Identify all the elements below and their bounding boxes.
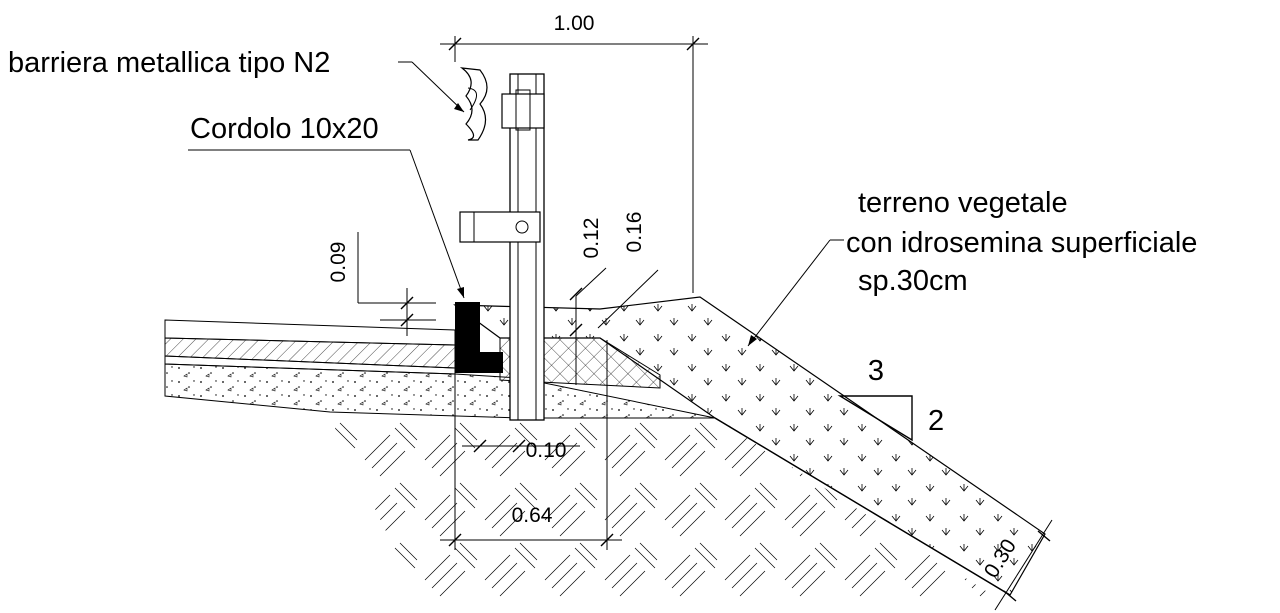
dim-010: 0.10 — [462, 439, 580, 462]
barrier-label: barriera metallica tipo N2 — [8, 47, 330, 79]
leader-barrier: barriera metallica tipo N2 — [8, 47, 465, 113]
slope-run-label: 3 — [868, 355, 884, 387]
barrier-post — [509, 73, 545, 421]
curb — [455, 302, 503, 373]
slope-indicator: 3 2 — [837, 355, 944, 442]
dim-012-016: 0.12 0.16 — [569, 212, 659, 385]
dim-curb-height-label: 0.09 — [327, 242, 350, 283]
dim-016-label: 0.16 — [623, 212, 646, 253]
dim-top-width-label: 1.00 — [554, 12, 595, 35]
slope-rise-label: 2 — [928, 405, 944, 437]
dim-012-label: 0.12 — [580, 218, 603, 259]
dim-010-label: 0.10 — [526, 439, 567, 462]
soil-label-line1: terreno vegetale — [858, 187, 1068, 219]
leader-soil: terreno vegetale con idrosemina superfic… — [747, 187, 1197, 347]
dim-064: 0.64 — [440, 340, 622, 550]
barrier-rail — [459, 67, 545, 243]
curb-label: Cordolo 10x20 — [190, 113, 379, 145]
dim-top-width: 1.00 — [440, 12, 708, 293]
natural-ground — [330, 418, 1000, 600]
pavement-layer-binder — [164, 337, 456, 369]
leader-curb: Cordolo 10x20 — [188, 113, 465, 299]
soil-label-line2: con idrosemina superficiale — [846, 227, 1197, 259]
dim-064-label: 0.64 — [512, 504, 553, 527]
soil-label-line3: sp.30cm — [858, 265, 968, 297]
dim-curb-height: 0.09 — [327, 232, 436, 336]
pavement-layer-subbase — [164, 363, 716, 419]
